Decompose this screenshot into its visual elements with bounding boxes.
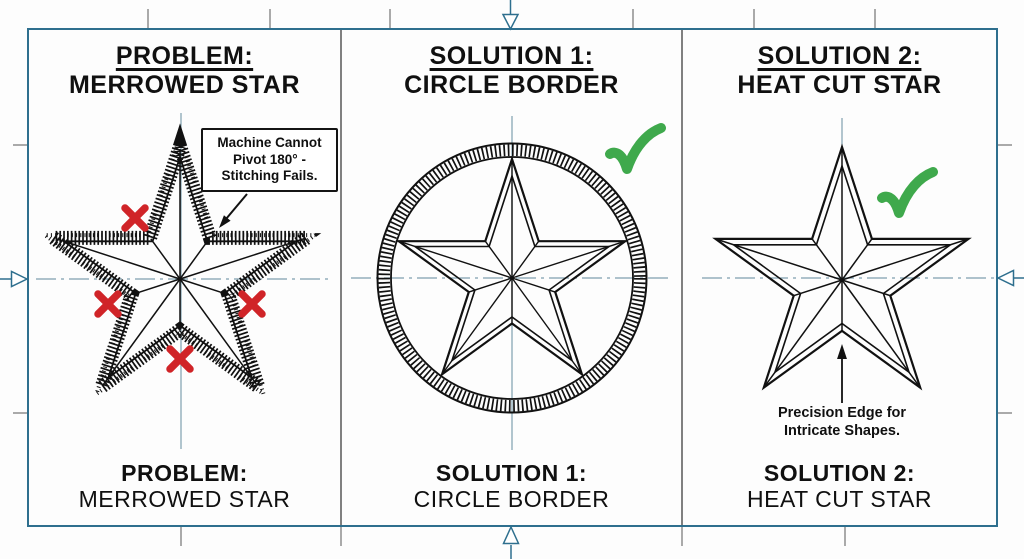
panel3-header: SOLUTION 2: HEAT CUT STAR <box>682 42 997 100</box>
x-mark-icon <box>238 290 266 318</box>
callout-stitching-fails: Machine Cannot Pivot 180° - Stitching Fa… <box>201 128 338 192</box>
check-icon <box>877 167 938 218</box>
panel2-header-subtitle: CIRCLE BORDER <box>404 71 619 99</box>
panel1-header: PROBLEM: MERROWED STAR <box>28 42 341 100</box>
panel3-caption-title: SOLUTION 2: <box>763 460 916 486</box>
panel3-caption-subtitle: HEAT CUT STAR <box>747 486 932 512</box>
x-mark-icon <box>94 290 122 318</box>
annotation-precision-edge: Precision Edge for Intricate Shapes. <box>692 404 992 440</box>
merrowed-star-figure <box>31 123 329 405</box>
panel2-caption-title: SOLUTION 1: <box>435 460 588 486</box>
frame-border <box>27 28 998 527</box>
callout-line: Stitching Fails. <box>221 168 318 183</box>
check-icon <box>605 123 666 174</box>
panel2-header: SOLUTION 1: CIRCLE BORDER <box>341 42 682 100</box>
annotation-line: Precision Edge for <box>777 405 907 421</box>
registration-arrow-left <box>0 270 29 288</box>
panel3-caption: SOLUTION 2: HEAT CUT STAR <box>682 460 997 512</box>
panel1-header-subtitle: MERROWED STAR <box>68 71 301 99</box>
registration-arrow-right <box>996 269 1024 287</box>
panel3-header-subtitle: HEAT CUT STAR <box>737 71 942 99</box>
panel2-caption: SOLUTION 1: CIRCLE BORDER <box>341 460 682 512</box>
registration-arrow-top <box>501 0 520 31</box>
panel1-header-title: PROBLEM: <box>115 42 254 70</box>
x-mark-icon <box>121 204 149 232</box>
annotation-line: Intricate Shapes. <box>783 423 901 439</box>
heat-cut-star-figure <box>712 143 972 391</box>
panel2-header-title: SOLUTION 1: <box>429 42 594 70</box>
circle-border-figure <box>376 142 648 414</box>
panel1-caption: PROBLEM: MERROWED STAR <box>28 460 341 512</box>
ruler-ticks <box>13 9 1012 546</box>
panel3-header-title: SOLUTION 2: <box>757 42 922 70</box>
x-mark-icon <box>166 345 194 373</box>
callout-line: Pivot 180° - <box>233 151 306 167</box>
registration-arrow-bottom <box>502 525 520 559</box>
panel1-caption-title: PROBLEM: <box>121 460 248 486</box>
callout-arrow <box>219 193 248 228</box>
callout-line: Machine Cannot <box>217 135 322 150</box>
annotation-arrow <box>837 344 847 403</box>
panel2-caption-subtitle: CIRCLE BORDER <box>413 486 610 512</box>
panel1-caption-subtitle: MERROWED STAR <box>78 486 291 512</box>
